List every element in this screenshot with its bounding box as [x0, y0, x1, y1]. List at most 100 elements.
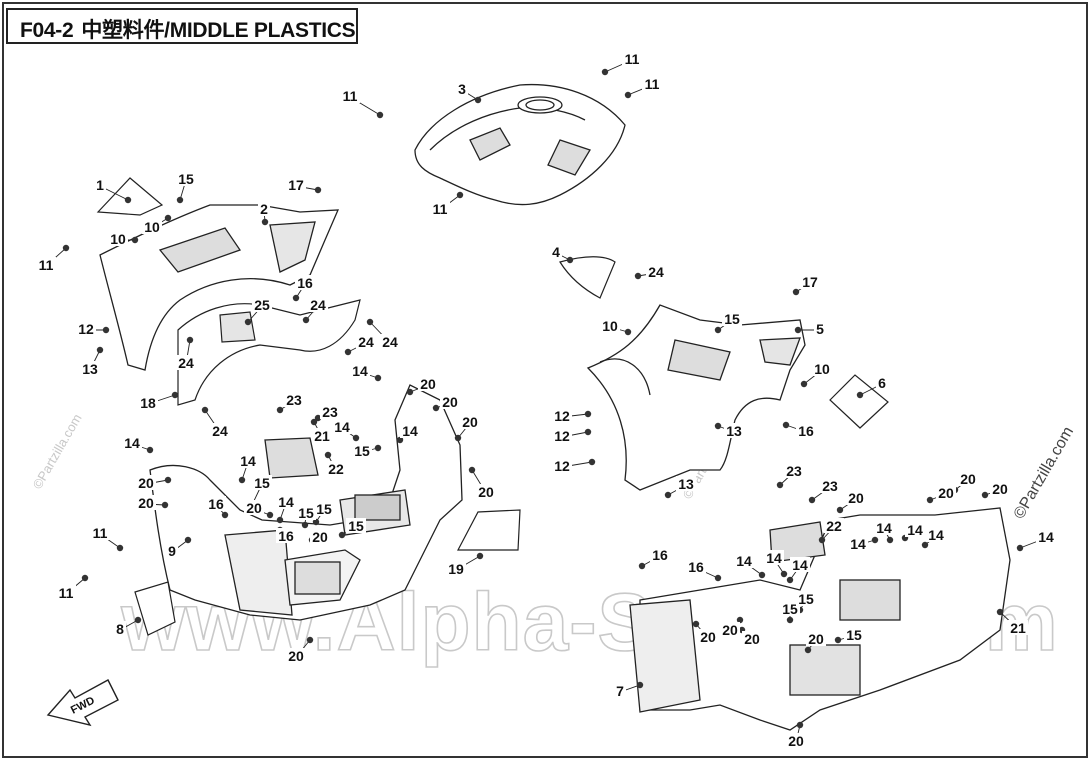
callout-c3[interactable]: 3 [458, 81, 466, 97]
callout-c15d[interactable]: 15 [254, 475, 270, 491]
callout-c20p[interactable]: 20 [744, 631, 760, 647]
callout-c14i[interactable]: 14 [907, 522, 923, 538]
callout-c11a[interactable]: 11 [343, 88, 358, 104]
callout-c20i[interactable]: 20 [288, 648, 304, 664]
callout-c13c[interactable]: 13 [678, 476, 694, 492]
callout-c12c[interactable]: 12 [554, 428, 570, 444]
callout-c24e[interactable]: 24 [212, 423, 228, 439]
callout-c21b[interactable]: 21 [1010, 620, 1026, 636]
callout-c20n[interactable]: 20 [700, 629, 716, 645]
callout-c18[interactable]: 18 [140, 395, 156, 411]
callout-c25[interactable]: 25 [254, 297, 270, 313]
callout-c4[interactable]: 4 [552, 244, 560, 260]
callout-c22a[interactable]: 22 [328, 461, 344, 477]
callout-c15h[interactable]: 15 [782, 601, 798, 617]
callout-c20f[interactable]: 20 [138, 495, 154, 511]
callout-c16e[interactable]: 16 [652, 547, 668, 563]
callout-c14c[interactable]: 14 [402, 423, 418, 439]
callout-c15j[interactable]: 15 [846, 627, 862, 643]
fastener-c14k [1016, 544, 1024, 552]
callout-c23d[interactable]: 23 [822, 478, 838, 494]
callout-c23c[interactable]: 23 [786, 463, 802, 479]
part-18-bracket [177, 299, 361, 406]
callout-c20h[interactable]: 20 [312, 529, 328, 545]
callout-c13b[interactable]: 13 [726, 423, 742, 439]
callout-c6[interactable]: 6 [878, 375, 886, 391]
callout-bg-c14d [122, 435, 142, 450]
callout-c7[interactable]: 7 [616, 683, 624, 699]
callout-c11f[interactable]: 11 [93, 525, 108, 541]
callout-c11c[interactable]: 11 [645, 76, 660, 92]
callout-c12d[interactable]: 12 [554, 458, 570, 474]
callout-c14k[interactable]: 14 [1038, 529, 1054, 545]
callout-c15a[interactable]: 15 [178, 171, 194, 187]
callout-c14a[interactable]: 14 [352, 363, 368, 379]
callout-c20d[interactable]: 20 [478, 484, 494, 500]
callout-c10b[interactable]: 10 [144, 219, 160, 235]
callout-c2[interactable]: 2 [260, 201, 268, 217]
callout-c23b[interactable]: 23 [322, 404, 338, 420]
callout-c20a[interactable]: 20 [420, 376, 436, 392]
callout-c24f[interactable]: 24 [648, 264, 664, 280]
callout-c11e[interactable]: 11 [39, 257, 54, 273]
callout-c16f[interactable]: 16 [688, 559, 704, 575]
callout-c15e[interactable]: 15 [298, 505, 314, 521]
callout-c10d[interactable]: 10 [814, 361, 830, 377]
callout-c11b[interactable]: 11 [625, 51, 640, 67]
callout-c20k[interactable]: 20 [938, 485, 954, 501]
callout-c16a[interactable]: 16 [297, 275, 313, 291]
callout-c13a[interactable]: 13 [82, 361, 98, 377]
callout-c24b[interactable]: 24 [358, 334, 374, 350]
callout-bg-c9 [166, 543, 178, 558]
callout-c14g[interactable]: 14 [850, 536, 866, 552]
callout-c1[interactable]: 1 [96, 177, 104, 193]
callout-c5[interactable]: 5 [816, 321, 824, 337]
callout-c20g[interactable]: 20 [246, 500, 262, 516]
callout-c19[interactable]: 19 [448, 561, 464, 577]
callout-c15c[interactable]: 15 [354, 443, 370, 459]
callout-c20r[interactable]: 20 [788, 733, 804, 749]
callout-c17b[interactable]: 17 [802, 274, 818, 290]
callout-c20b[interactable]: 20 [442, 394, 458, 410]
callout-c17a[interactable]: 17 [288, 177, 304, 193]
callout-c11d[interactable]: 11 [433, 201, 448, 217]
callout-c11g[interactable]: 11 [59, 585, 74, 601]
callout-c20e[interactable]: 20 [138, 475, 154, 491]
callout-c16b[interactable]: 16 [798, 423, 814, 439]
callout-c20l[interactable]: 20 [960, 471, 976, 487]
callout-c16d[interactable]: 16 [278, 528, 294, 544]
callout-c20q[interactable]: 20 [808, 631, 824, 647]
callout-c22b[interactable]: 22 [826, 518, 842, 534]
callout-c14n[interactable]: 14 [792, 557, 808, 573]
callout-c20m[interactable]: 20 [992, 481, 1008, 497]
callout-c14l[interactable]: 14 [736, 553, 752, 569]
callout-c20j[interactable]: 20 [848, 490, 864, 506]
callout-c9[interactable]: 9 [168, 543, 176, 559]
callout-c21a[interactable]: 21 [314, 428, 330, 444]
callout-c15b[interactable]: 15 [724, 311, 740, 327]
callout-c14m[interactable]: 14 [766, 550, 782, 566]
callout-c14e[interactable]: 14 [240, 453, 256, 469]
callout-c10c[interactable]: 10 [602, 318, 618, 334]
callout-c24a[interactable]: 24 [310, 297, 326, 313]
callout-c20o[interactable]: 20 [722, 622, 738, 638]
callout-c12a[interactable]: 12 [78, 321, 94, 337]
callout-c23a[interactable]: 23 [286, 392, 302, 408]
callout-c10a[interactable]: 10 [110, 231, 126, 247]
callout-c15i[interactable]: 15 [798, 591, 814, 607]
callout-bg-c20e [136, 475, 156, 490]
callout-c20c[interactable]: 20 [462, 414, 478, 430]
callout-c14j[interactable]: 14 [928, 527, 944, 543]
callout-c12b[interactable]: 12 [554, 408, 570, 424]
callout-c14f[interactable]: 14 [278, 494, 294, 510]
callout-c24d[interactable]: 24 [178, 355, 194, 371]
callout-c14d[interactable]: 14 [124, 435, 140, 451]
callout-c14h[interactable]: 14 [876, 520, 892, 536]
callout-c15f[interactable]: 15 [316, 501, 332, 517]
callout-c16c[interactable]: 16 [208, 496, 224, 512]
callout-c8[interactable]: 8 [116, 621, 124, 637]
callout-c14b[interactable]: 14 [334, 419, 350, 435]
callout-c24c[interactable]: 24 [382, 334, 398, 350]
callout-bg-c24f [646, 264, 666, 279]
callout-c15g[interactable]: 15 [348, 518, 364, 534]
